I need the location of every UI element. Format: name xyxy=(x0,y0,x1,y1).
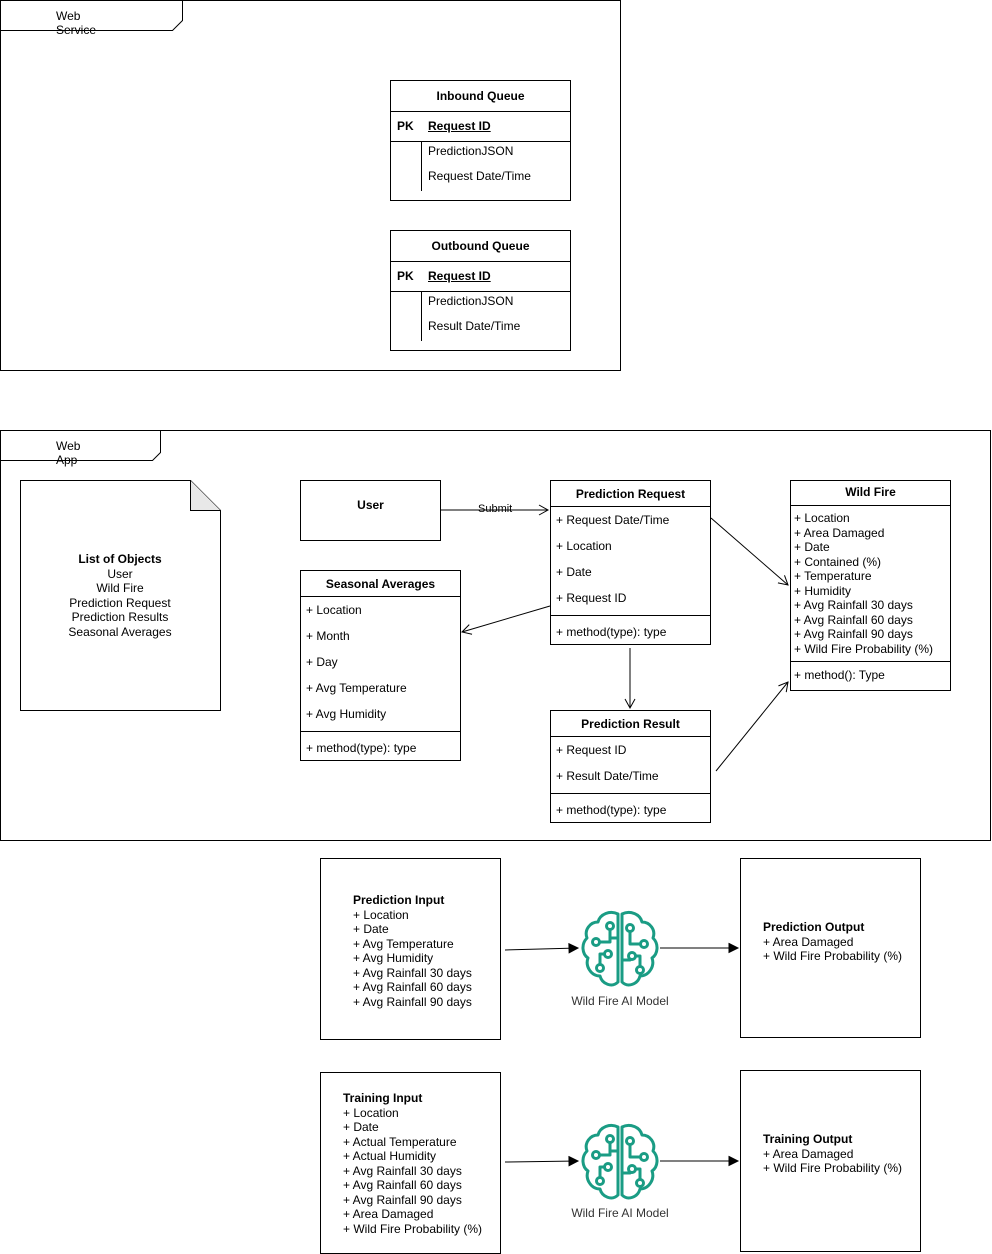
training-output-title: Training Output xyxy=(763,1132,853,1146)
brain-circuit-icon xyxy=(580,1121,660,1201)
submit-edge-label: Submit xyxy=(477,503,514,515)
training-input-box[interactable]: Training Input + Location + Date + Actua… xyxy=(320,1072,501,1254)
list-of-objects-note-shape xyxy=(20,480,221,711)
prediction-request-attribute: + Request Date/Time xyxy=(556,513,670,527)
seasonal-averages-method: + method(type): type xyxy=(306,741,417,755)
edge-training-input-to-model xyxy=(504,1155,580,1167)
training-input-line: + Date xyxy=(343,1120,379,1134)
seasonal-averages-attribute: + Avg Humidity xyxy=(306,707,387,721)
training-input-line: + Area Damaged xyxy=(343,1207,434,1221)
user-class[interactable]: User xyxy=(300,480,441,541)
outbound-pk-label: PK xyxy=(397,269,414,283)
prediction-request-title: Prediction Request xyxy=(575,487,686,501)
prediction-request-class[interactable]: Prediction Request + Request Date/Time +… xyxy=(550,480,711,645)
outbound-key-field: Request ID xyxy=(428,269,491,283)
outbound-field: PredictionJSON xyxy=(428,294,514,308)
wild-fire-attribute: + Location xyxy=(794,511,850,525)
edge-prediction-input-to-model xyxy=(504,942,580,954)
prediction-output-title: Prediction Output xyxy=(763,920,865,934)
inbound-field: Request Date/Time xyxy=(428,169,531,183)
web-service-frame: Web Service xyxy=(0,0,621,371)
web-service-label: Web Service xyxy=(56,9,97,37)
list-item: Seasonal Averages xyxy=(68,624,172,639)
prediction-input-line: + Location xyxy=(353,907,409,922)
prediction-result-method: + method(type): type xyxy=(556,803,667,817)
wild-fire-attribute: + Wild Fire Probability (%) xyxy=(794,641,934,656)
prediction-result-attribute: + Result Date/Time xyxy=(556,769,659,783)
wild-fire-attribute: + Humidity xyxy=(794,583,852,598)
inbound-key-field: Request ID xyxy=(428,119,491,133)
outbound-queue-table[interactable]: Outbound Queue PK Request ID PredictionJ… xyxy=(390,230,571,351)
training-output-line: + Wild Fire Probability (%) xyxy=(763,1161,903,1175)
training-input-line: + Avg Rainfall 90 days xyxy=(343,1192,462,1207)
prediction-request-attribute: + Request ID xyxy=(556,591,627,605)
prediction-output-box[interactable]: Prediction Output + Area Damaged + Wild … xyxy=(740,858,921,1038)
seasonal-averages-attribute: + Day xyxy=(306,655,338,669)
training-model-label: Wild Fire AI Model xyxy=(571,1206,669,1220)
list-of-objects-note[interactable]: List of Objects User Wild Fire Predictio… xyxy=(20,480,220,710)
prediction-input-line: + Date xyxy=(353,922,389,936)
wild-fire-class[interactable]: Wild Fire + Location + Area Damaged + Da… xyxy=(790,480,951,691)
prediction-output-line: + Area Damaged xyxy=(763,934,854,949)
training-input-line: + Avg Rainfall 30 days xyxy=(343,1163,462,1178)
wild-fire-title: Wild Fire xyxy=(845,485,896,499)
wild-fire-attribute: + Temperature xyxy=(794,569,872,583)
list-item: User xyxy=(107,566,133,581)
training-input-title: Training Input xyxy=(343,1091,423,1105)
seasonal-averages-class[interactable]: Seasonal Averages + Location + Month + D… xyxy=(300,570,461,761)
seasonal-averages-attribute: + Location xyxy=(306,603,362,617)
inbound-pk-label: PK xyxy=(397,119,414,133)
prediction-request-attribute: + Date xyxy=(556,565,592,579)
training-input-line: + Location xyxy=(343,1105,399,1120)
wild-fire-attribute: + Area Damaged xyxy=(794,525,885,540)
list-item: Prediction Results xyxy=(71,610,169,624)
inbound-field: PredictionJSON xyxy=(428,144,514,158)
wild-fire-attribute: + Avg Rainfall 60 days xyxy=(794,612,913,627)
prediction-result-attribute: + Request ID xyxy=(556,743,627,757)
prediction-input-line: + Avg Humidity xyxy=(353,951,434,965)
training-input-line: + Actual Humidity xyxy=(343,1149,437,1163)
seasonal-averages-attribute: + Month xyxy=(306,629,350,643)
list-of-objects-title: List of Objects xyxy=(78,552,162,566)
prediction-input-line: + Avg Rainfall 60 days xyxy=(353,980,472,994)
prediction-output-line: + Wild Fire Probability (%) xyxy=(763,949,903,963)
prediction-input-line: + Avg Temperature xyxy=(353,936,454,951)
wild-fire-method: + method(): Type xyxy=(794,668,885,682)
prediction-model-label: Wild Fire AI Model xyxy=(571,994,669,1008)
seasonal-averages-title: Seasonal Averages xyxy=(325,577,436,591)
training-input-line: + Actual Temperature xyxy=(343,1134,457,1149)
web-app-frame: Web App xyxy=(0,430,991,841)
web-service-tab-shape xyxy=(0,0,183,31)
prediction-input-line: + Avg Rainfall 90 days xyxy=(353,994,472,1009)
inbound-queue-title: Inbound Queue xyxy=(436,89,525,103)
training-input-line: + Avg Rainfall 60 days xyxy=(343,1178,462,1192)
prediction-input-title: Prediction Input xyxy=(353,893,445,907)
training-output-box[interactable]: Training Output + Area Damaged + Wild Fi… xyxy=(740,1070,921,1252)
outbound-queue-title: Outbound Queue xyxy=(431,239,530,253)
training-input-line: + Wild Fire Probability (%) xyxy=(343,1221,483,1236)
training-output-line: + Area Damaged xyxy=(763,1146,854,1161)
outbound-field: Result Date/Time xyxy=(428,319,521,333)
wild-fire-attribute: + Avg Rainfall 90 days xyxy=(794,627,913,641)
prediction-input-box[interactable]: Prediction Input + Location + Date + Avg… xyxy=(320,858,501,1040)
wild-fire-attribute: + Date xyxy=(794,540,830,554)
prediction-request-attribute: + Location xyxy=(556,539,612,553)
prediction-result-class[interactable]: Prediction Result + Request ID + Result … xyxy=(550,710,711,823)
prediction-result-title: Prediction Result xyxy=(581,717,680,731)
wild-fire-attribute: + Contained (%) xyxy=(794,554,882,569)
web-app-tab-shape xyxy=(0,430,161,461)
inbound-queue-table[interactable]: Inbound Queue PK Request ID PredictionJS… xyxy=(390,80,571,201)
user-title: User xyxy=(357,498,384,512)
prediction-request-method: + method(type): type xyxy=(556,625,667,639)
wild-fire-attribute: + Avg Rainfall 30 days xyxy=(794,598,913,612)
web-app-label: Web App xyxy=(56,439,81,467)
list-item: Wild Fire xyxy=(96,581,144,595)
brain-circuit-icon xyxy=(580,908,660,988)
seasonal-averages-attribute: + Avg Temperature xyxy=(306,681,407,695)
list-item: Prediction Request xyxy=(69,595,171,610)
prediction-input-line: + Avg Rainfall 30 days xyxy=(353,965,472,980)
